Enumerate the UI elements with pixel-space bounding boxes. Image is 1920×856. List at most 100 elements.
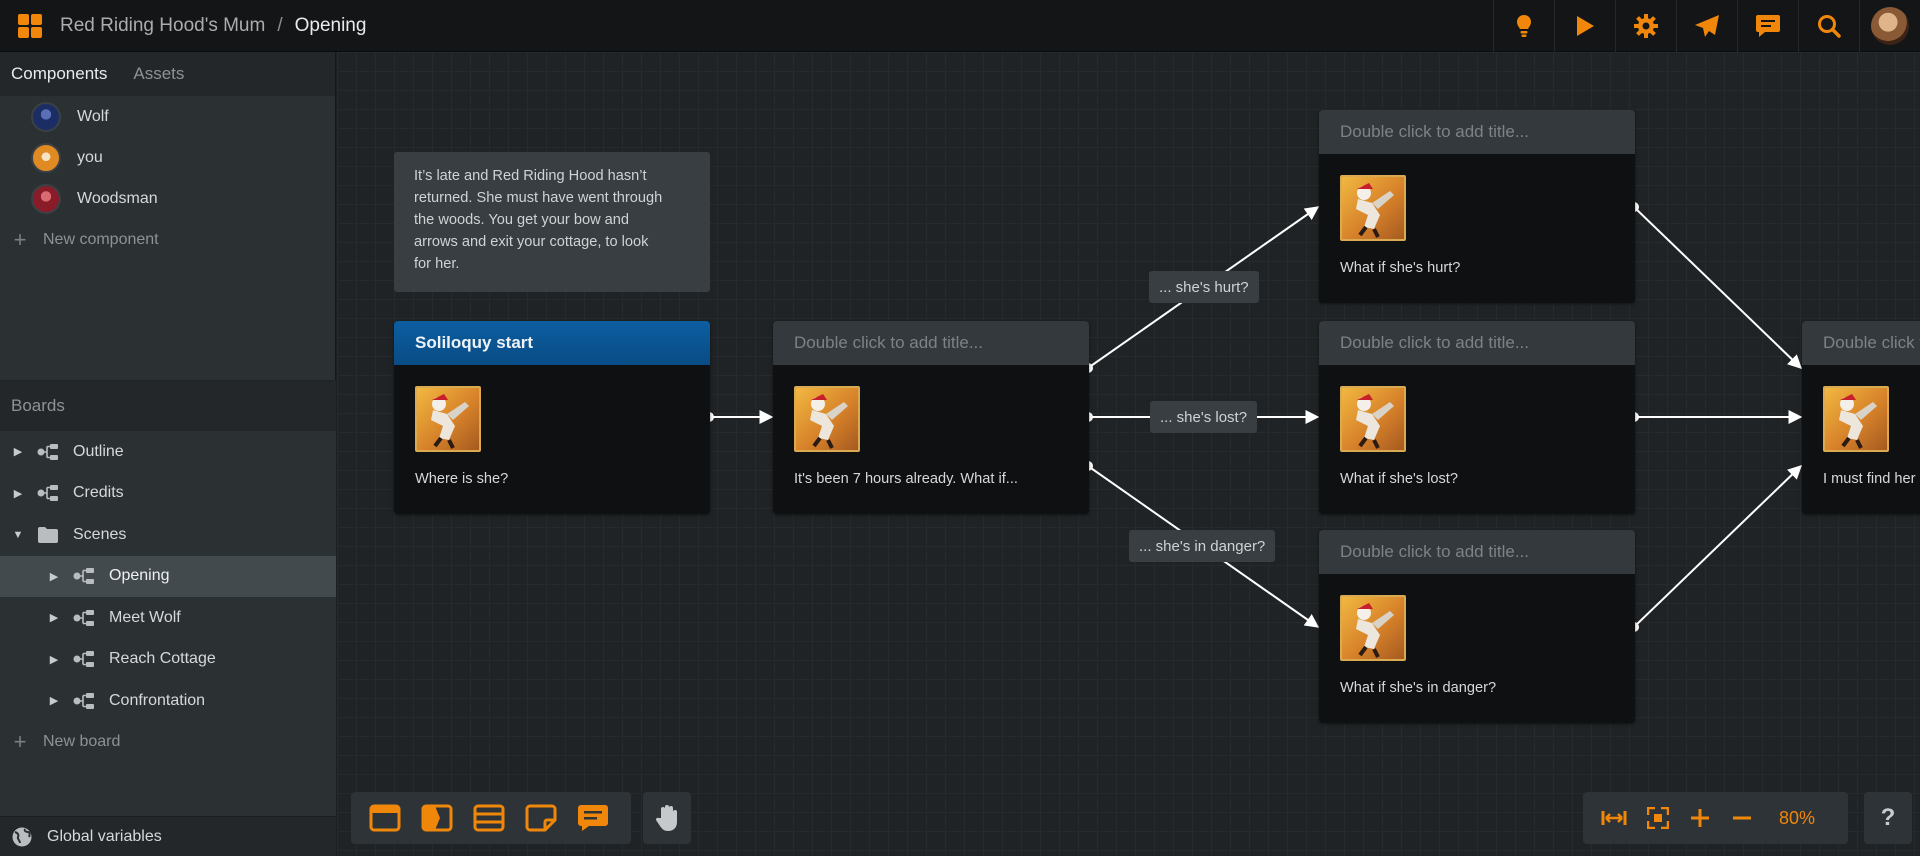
board-item-outline[interactable]: ▶ Outline xyxy=(0,431,336,473)
user-avatar[interactable] xyxy=(1859,0,1920,52)
connection-hurt-to-find xyxy=(1633,206,1803,369)
card-title[interactable]: Soliloquy start xyxy=(394,321,710,365)
component-avatar xyxy=(31,101,61,132)
expand-caret-icon[interactable]: ▶ xyxy=(13,446,23,459)
lightbulb-icon[interactable] xyxy=(1493,0,1554,52)
dialogue-card-what-if[interactable]: Double click to add title... It's been 7… xyxy=(773,321,1089,514)
character-portrait xyxy=(415,386,481,452)
board-icon xyxy=(37,485,58,502)
apps-icon[interactable] xyxy=(0,0,60,52)
component-item[interactable]: you xyxy=(0,137,335,178)
dialogue-card-hurt[interactable]: Double click to add title... What if she… xyxy=(1319,110,1635,303)
character-portrait xyxy=(1340,175,1406,241)
board-item-opening[interactable]: ▶ Opening xyxy=(0,555,336,597)
globe-icon xyxy=(12,827,32,846)
board-label: Reach Cottage xyxy=(109,650,216,668)
plus-icon: + xyxy=(13,226,27,252)
new-board-label: New board xyxy=(43,733,121,750)
play-icon[interactable] xyxy=(1554,0,1615,52)
card-text: I must find her xyxy=(1823,471,1916,487)
board-icon xyxy=(73,651,94,668)
zoom-out-icon[interactable] xyxy=(1731,807,1753,829)
board-canvas[interactable]: It’s late and Red Riding Hood hasn’t ret… xyxy=(337,52,1920,856)
character-portrait xyxy=(1823,386,1889,452)
board-label: Credits xyxy=(73,484,124,502)
connection-danger-to-find xyxy=(1633,465,1803,628)
note-line: It’s late and Red Riding Hood hasn’t xyxy=(414,168,647,184)
tab-assets[interactable]: Assets xyxy=(133,64,185,83)
component-name: you xyxy=(77,148,103,166)
board-icon xyxy=(37,443,58,460)
expand-caret-icon[interactable]: ▶ xyxy=(13,487,23,500)
note-line: for her. xyxy=(414,256,460,272)
dialogue-card-danger[interactable]: Double click to add title... What if she… xyxy=(1319,530,1635,723)
component-item[interactable]: Wolf xyxy=(0,96,335,137)
expand-caret-icon[interactable]: ▶ xyxy=(49,653,59,666)
hand-icon xyxy=(655,805,677,831)
expand-caret-icon[interactable]: ▶ xyxy=(49,612,59,625)
dialogue-card-find-her[interactable]: Double click to add title... I must find… xyxy=(1802,321,1920,514)
card-title-placeholder[interactable]: Double click to add title... xyxy=(1319,110,1635,154)
comment-icon[interactable] xyxy=(1737,0,1798,52)
branch-label[interactable]: ... she's hurt? xyxy=(1149,271,1259,303)
board-icon xyxy=(73,609,94,626)
board-item-meet-wolf[interactable]: ▶ Meet Wolf xyxy=(0,597,336,639)
component-avatar xyxy=(31,183,61,214)
send-icon[interactable] xyxy=(1676,0,1737,52)
board-icon xyxy=(73,692,94,709)
component-item[interactable]: Woodsman xyxy=(0,178,335,219)
branch-label[interactable]: ... she's in danger? xyxy=(1129,530,1276,562)
boards-heading: Boards xyxy=(0,381,336,431)
fit-width-icon[interactable] xyxy=(1601,809,1627,827)
branch-tool-icon[interactable] xyxy=(421,804,453,832)
breadcrumb-project[interactable]: Red Riding Hood's Mum xyxy=(60,14,266,36)
card-title-placeholder[interactable]: Double click to add title... xyxy=(1319,321,1635,365)
breadcrumb-board: Opening xyxy=(294,14,367,36)
comment-tool-icon[interactable] xyxy=(577,804,609,832)
zoom-controls: 80% xyxy=(1583,792,1848,844)
node-tool-icon[interactable] xyxy=(369,804,401,832)
collapse-caret-icon[interactable]: ▼ xyxy=(12,528,24,541)
card-title-placeholder[interactable]: Double click to add title... xyxy=(1319,530,1635,574)
note-card[interactable]: It’s late and Red Riding Hood hasn’t ret… xyxy=(394,152,710,292)
list-tool-icon[interactable] xyxy=(473,804,505,832)
branch-label[interactable]: ... she's lost? xyxy=(1150,401,1258,433)
dialogue-card-lost[interactable]: Double click to add title... What if she… xyxy=(1319,321,1635,514)
note-line: returned. She must have went through xyxy=(414,190,663,206)
top-bar: Red Riding Hood's Mum / Opening xyxy=(0,0,1920,52)
expand-caret-icon[interactable]: ▶ xyxy=(49,570,59,583)
card-text: What if she's in danger? xyxy=(1340,680,1497,696)
zoom-level[interactable]: 80% xyxy=(1779,807,1816,828)
folder-item-scenes[interactable]: ▼ Scenes xyxy=(0,514,336,556)
board-label: Outline xyxy=(73,442,124,460)
pan-tool-button[interactable] xyxy=(643,792,691,844)
component-name: Woodsman xyxy=(77,189,158,207)
plus-icon: + xyxy=(13,729,27,754)
card-title-placeholder[interactable]: Double click to add title... xyxy=(773,321,1089,365)
dialogue-card-start[interactable]: Soliloquy start Where is she? xyxy=(394,321,710,514)
card-text: What if she's lost? xyxy=(1340,471,1458,487)
board-item-confrontation[interactable]: ▶ Confrontation xyxy=(0,680,336,722)
search-icon[interactable] xyxy=(1798,0,1859,52)
folder-label: Scenes xyxy=(73,525,127,543)
note-tool-icon[interactable] xyxy=(525,804,557,832)
zoom-in-icon[interactable] xyxy=(1689,807,1711,829)
help-button[interactable]: ? xyxy=(1864,792,1912,844)
board-item-reach-cottage[interactable]: ▶ Reach Cottage xyxy=(0,639,336,681)
expand-caret-icon[interactable]: ▶ xyxy=(49,695,59,708)
board-item-credits[interactable]: ▶ Credits xyxy=(0,473,336,515)
fit-screen-icon[interactable] xyxy=(1647,807,1669,829)
tab-components[interactable]: Components xyxy=(11,64,108,83)
note-line: the woods. You get your bow and xyxy=(414,212,630,228)
card-title-placeholder[interactable]: Double click to add title... xyxy=(1802,321,1920,365)
new-board-button[interactable]: + New board xyxy=(0,722,336,763)
folder-icon xyxy=(38,526,58,543)
header-actions xyxy=(1493,0,1920,52)
new-component-button[interactable]: + New component xyxy=(0,219,335,260)
node-tools-toolbar xyxy=(351,792,631,844)
character-portrait xyxy=(1340,595,1406,661)
gear-icon[interactable] xyxy=(1615,0,1676,52)
global-variables-button[interactable]: Global variables xyxy=(0,816,336,856)
board-icon xyxy=(73,568,94,585)
card-text: What if she's hurt? xyxy=(1340,260,1461,276)
